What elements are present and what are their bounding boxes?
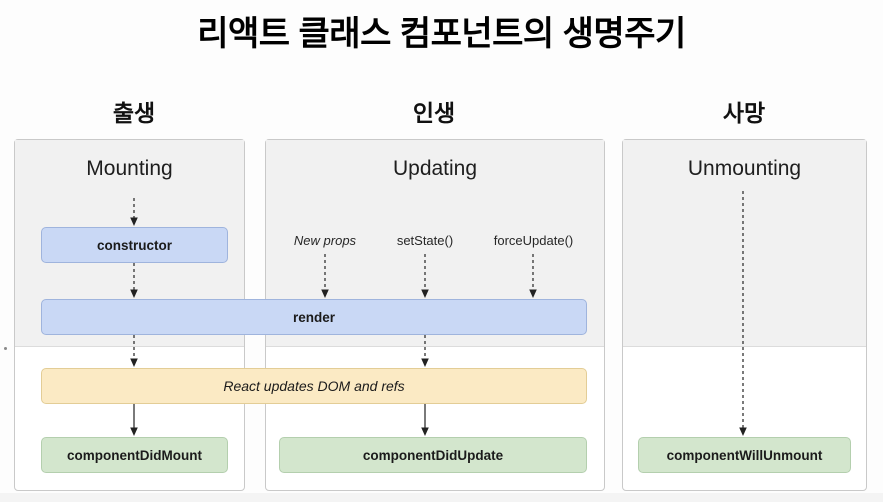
node-constructor[interactable]: constructor [41,227,228,263]
panel-mounting-title: Mounting [86,157,173,180]
node-react-updates-dom[interactable]: React updates DOM and refs [41,368,587,404]
stage-label-death: 사망 [722,100,766,126]
arrow-commit-to-did-mount [128,404,140,437]
arrow-render-to-commit-mounting [128,335,140,368]
bottom-strip [0,493,883,502]
panel-updating-title: Updating [392,157,478,180]
arrow-mounting-title-to-constructor [128,198,140,227]
arrow-force-update-to-render [527,254,539,299]
arrow-set-state-to-render [419,254,431,299]
panel-unmounting-title: Unmounting [687,157,802,180]
arrow-commit-to-did-update [419,404,431,437]
trigger-label-new-props: New props [293,233,357,248]
node-component-did-update[interactable]: componentDidUpdate [279,437,587,473]
arrow-constructor-to-render [128,263,140,299]
arrow-unmounting-title-to-will-unmount [737,191,749,437]
arrow-new-props-to-render [319,254,331,299]
node-component-did-mount[interactable]: componentDidMount [41,437,228,473]
trigger-label-set-state: setState() [396,233,454,248]
panel-unmounting-render-phase [623,140,866,347]
node-render[interactable]: render [41,299,587,335]
arrow-render-to-commit-updating [419,335,431,368]
margin-dot-artifact [4,347,7,350]
node-component-will-unmount[interactable]: componentWillUnmount [638,437,851,473]
stage-label-life: 인생 [412,100,456,126]
stage-label-birth: 출생 [112,100,156,126]
page-title: 리액트 클래스 컴포넌트의 생명주기 [197,15,686,53]
trigger-label-force-update: forceUpdate() [493,233,574,248]
